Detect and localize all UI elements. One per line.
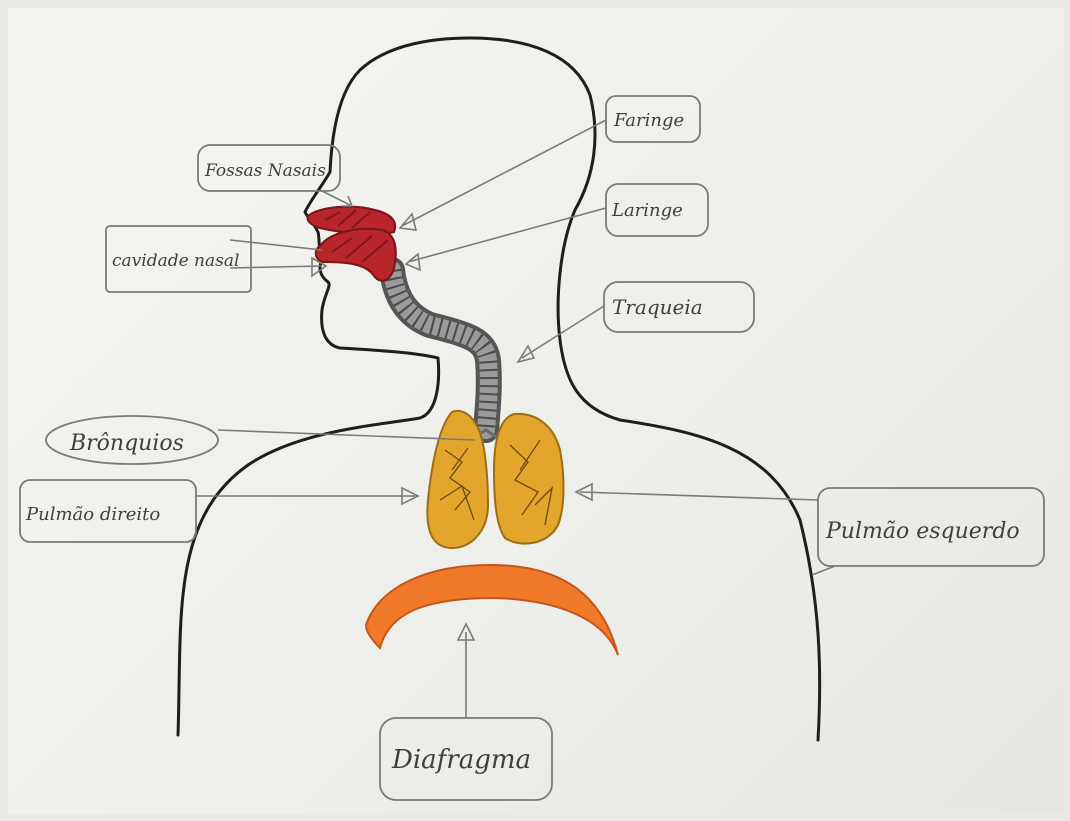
arrowhead-traqueia (518, 346, 534, 362)
label-bronquios: Brônquios (69, 431, 184, 456)
label-laringe: Laringe (611, 200, 683, 221)
diaphragm-shape (366, 565, 618, 655)
pointer-pulmao-esquerdo (580, 492, 818, 500)
label-diafragma: Diafragma (391, 745, 531, 775)
label-traqueia: Traqueia (612, 295, 703, 319)
pointer-fossas-nasais (320, 190, 350, 205)
label-faringe: Faringe (613, 110, 684, 131)
label-fossas-nasais: Fossas Nasais (204, 161, 326, 181)
trachea-inner (392, 270, 489, 430)
label-pulmao-esquerdo: Pulmão esquerdo (825, 519, 1020, 544)
pointer-laringe (408, 208, 606, 262)
label-cavidade-nasal: cavidade nasal (112, 251, 239, 271)
right-lung (427, 411, 488, 548)
mouth-pharynx (316, 229, 396, 281)
label-pulmao-direito: Pulmão direito (25, 504, 160, 525)
pointer-cavidade-nasal-2 (230, 240, 322, 250)
arrowhead-laringe (406, 254, 420, 270)
left-lung (494, 414, 564, 544)
pointer-cavidade-nasal (230, 266, 322, 268)
pointer-tail-esquerdo (812, 566, 835, 575)
pointer-bronquios (218, 430, 475, 440)
